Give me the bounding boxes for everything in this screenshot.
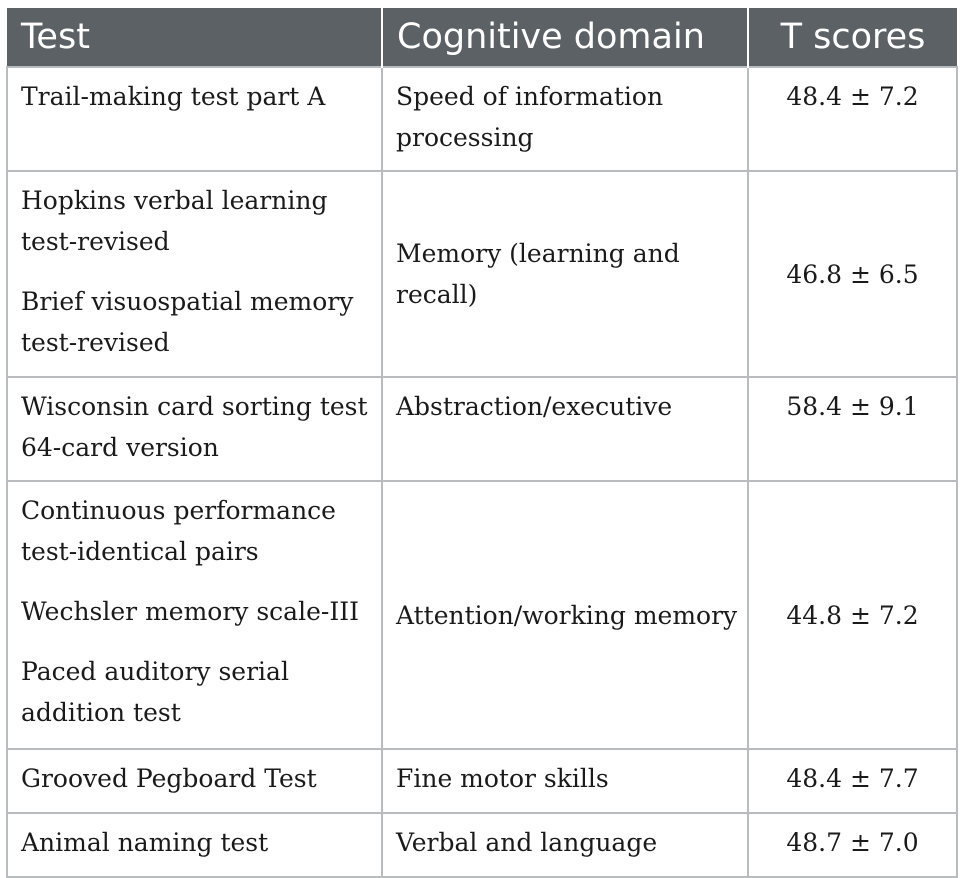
test-name: Wisconsin card sorting test 64-card vers… xyxy=(21,392,368,462)
domain-cell: Attention/working memory xyxy=(381,480,749,750)
domain-cell: Speed of information processing xyxy=(381,66,749,172)
cognitive-tests-table: Test Cognitive domain T scores Trail-mak… xyxy=(6,8,958,878)
score-cell: 48.7 ± 7.0 xyxy=(747,812,958,878)
table-row: Hopkins verbal learning test-revised Bri… xyxy=(6,170,958,378)
table-row: Wisconsin card sorting test 64-card vers… xyxy=(6,376,958,482)
test-cell: Wisconsin card sorting test 64-card vers… xyxy=(6,376,383,482)
score-cell: 44.8 ± 7.2 xyxy=(747,480,958,750)
test-name: Continuous performance test-identical pa… xyxy=(21,496,336,566)
test-cell: Trail-making test part A xyxy=(6,66,383,172)
test-cell: Continuous performance test-identical pa… xyxy=(6,480,383,750)
table-row: Trail-making test part A Speed of inform… xyxy=(6,66,958,172)
table-row: Animal naming test Verbal and language 4… xyxy=(6,812,958,878)
test-cell: Grooved Pegboard Test xyxy=(6,748,383,814)
header-row: Test Cognitive domain T scores xyxy=(7,8,957,67)
domain-cell: Fine motor skills xyxy=(381,748,749,814)
domain-cell: Verbal and language xyxy=(381,812,749,878)
test-name: Trail-making test part A xyxy=(21,82,326,111)
header-test: Test xyxy=(7,8,383,67)
header-cognitive-domain: Cognitive domain xyxy=(382,8,749,67)
score-cell: 48.4 ± 7.2 xyxy=(747,66,958,172)
score-cell: 58.4 ± 9.1 xyxy=(747,376,958,482)
domain-cell: Memory (learning and recall) xyxy=(381,170,749,378)
test-name: Paced auditory serial addition test xyxy=(21,657,289,727)
table-row: Continuous performance test-identical pa… xyxy=(6,480,958,750)
score-cell: 46.8 ± 6.5 xyxy=(747,170,958,378)
score-cell: 48.4 ± 7.7 xyxy=(747,748,958,814)
test-name: Animal naming test xyxy=(21,828,269,857)
test-name: Brief visuospatial memory test-revised xyxy=(21,287,354,357)
header-t-scores: T scores xyxy=(748,8,957,67)
table-row: Grooved Pegboard Test Fine motor skills … xyxy=(6,748,958,814)
test-cell: Animal naming test xyxy=(6,812,383,878)
domain-cell: Abstraction/executive xyxy=(381,376,749,482)
test-name: Wechsler memory scale-III xyxy=(21,597,359,626)
test-cell: Hopkins verbal learning test-revised Bri… xyxy=(6,170,383,378)
test-name: Hopkins verbal learning test-revised xyxy=(21,186,328,256)
test-name: Grooved Pegboard Test xyxy=(21,764,317,793)
